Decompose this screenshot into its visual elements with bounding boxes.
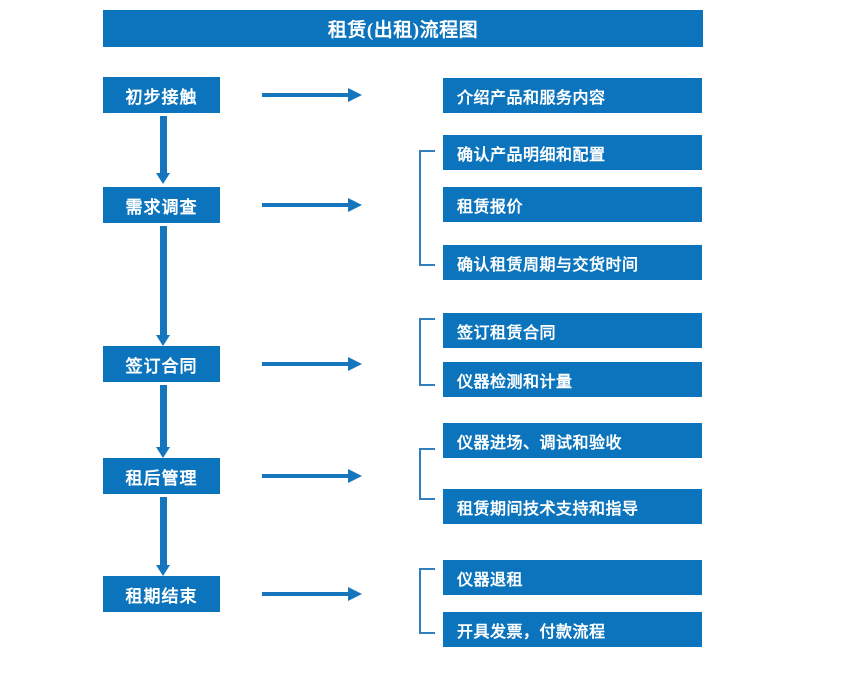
arrow-head bbox=[348, 469, 362, 483]
arrow-head bbox=[156, 173, 170, 184]
detail-box-6[interactable]: 仪器检测和计量 bbox=[443, 362, 702, 397]
arrow-head bbox=[156, 565, 170, 576]
detail-box-3[interactable]: 租赁报价 bbox=[443, 187, 702, 222]
arrow-shaft bbox=[160, 116, 167, 173]
arrow-head bbox=[348, 198, 362, 212]
arrow-head bbox=[156, 335, 170, 346]
right-arrow-1 bbox=[262, 88, 362, 102]
detail-box-2[interactable]: 确认产品明细和配置 bbox=[443, 135, 702, 170]
arrow-shaft bbox=[160, 497, 167, 565]
detail-box-9[interactable]: 仪器退租 bbox=[443, 560, 702, 595]
down-arrow-2 bbox=[156, 226, 170, 346]
arrow-shaft bbox=[160, 385, 167, 447]
group-bracket-4 bbox=[419, 448, 435, 500]
detail-box-4[interactable]: 确认租赁周期与交货时间 bbox=[443, 245, 702, 280]
stage-box-3[interactable]: 签订合同 bbox=[103, 346, 220, 382]
arrow-head bbox=[348, 587, 362, 601]
right-arrow-2 bbox=[262, 198, 362, 212]
arrow-head bbox=[156, 447, 170, 458]
arrow-shaft bbox=[262, 474, 350, 478]
stage-box-5[interactable]: 租期结束 bbox=[103, 576, 220, 612]
group-bracket-2 bbox=[419, 150, 435, 266]
arrow-shaft bbox=[262, 203, 350, 207]
stage-box-1[interactable]: 初步接触 bbox=[103, 77, 220, 113]
detail-box-5[interactable]: 签订租赁合同 bbox=[443, 313, 702, 348]
arrow-shaft bbox=[262, 93, 350, 97]
group-bracket-3 bbox=[419, 318, 435, 386]
detail-box-10[interactable]: 开具发票，付款流程 bbox=[443, 612, 702, 647]
right-arrow-4 bbox=[262, 469, 362, 483]
stage-box-4[interactable]: 租后管理 bbox=[103, 458, 220, 494]
arrow-head bbox=[348, 357, 362, 371]
arrow-shaft bbox=[262, 362, 350, 366]
down-arrow-1 bbox=[156, 116, 170, 184]
page-title: 租赁(出租)流程图 bbox=[103, 10, 703, 47]
detail-box-1[interactable]: 介绍产品和服务内容 bbox=[443, 78, 702, 113]
stage-box-2[interactable]: 需求调查 bbox=[103, 187, 220, 223]
right-arrow-5 bbox=[262, 587, 362, 601]
detail-box-7[interactable]: 仪器进场、调试和验收 bbox=[443, 423, 702, 458]
arrow-head bbox=[348, 88, 362, 102]
group-bracket-5 bbox=[419, 568, 435, 634]
arrow-shaft bbox=[262, 592, 350, 596]
down-arrow-4 bbox=[156, 497, 170, 576]
down-arrow-3 bbox=[156, 385, 170, 458]
detail-box-8[interactable]: 租赁期间技术支持和指导 bbox=[443, 489, 702, 524]
right-arrow-3 bbox=[262, 357, 362, 371]
arrow-shaft bbox=[160, 226, 167, 335]
